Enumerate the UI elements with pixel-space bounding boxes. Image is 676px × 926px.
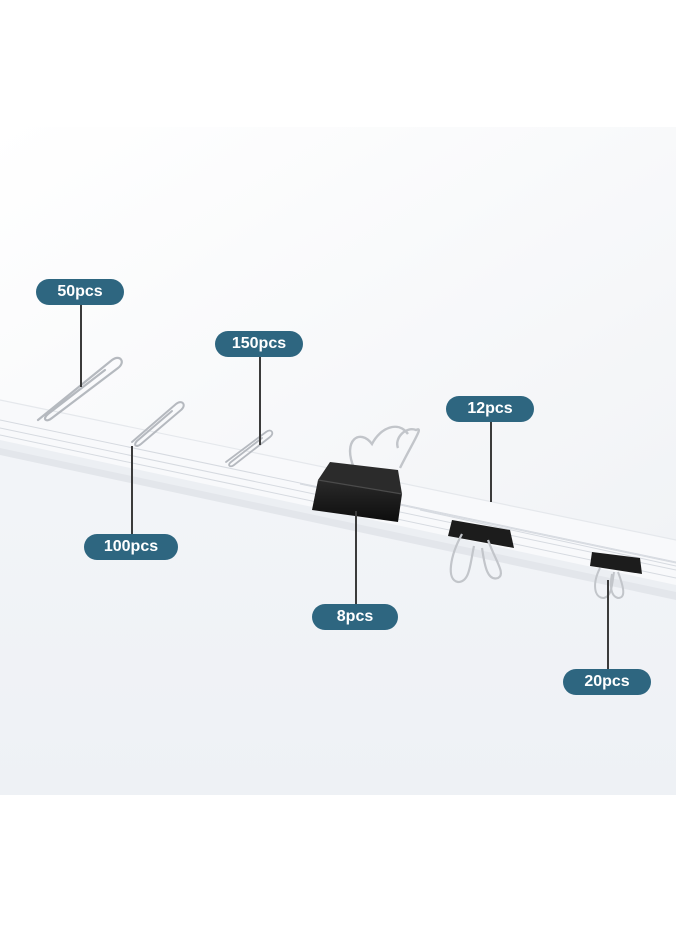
binder-clip-medium-icon bbox=[448, 520, 514, 584]
label-20pcs: 20pcs bbox=[563, 669, 651, 695]
leader-12pcs bbox=[490, 422, 492, 502]
binder-clip-small-icon bbox=[590, 552, 642, 600]
label-12pcs: 12pcs bbox=[446, 396, 534, 422]
label-100pcs: 100pcs bbox=[84, 534, 178, 560]
label-8pcs: 8pcs bbox=[312, 604, 398, 630]
paperclip-small-icon bbox=[225, 429, 274, 468]
leader-100pcs bbox=[131, 446, 133, 534]
paperclip-medium-icon bbox=[131, 401, 185, 447]
leader-150pcs bbox=[259, 357, 261, 445]
label-50pcs: 50pcs bbox=[36, 279, 124, 305]
paperclip-large-icon bbox=[36, 356, 123, 422]
leader-50pcs bbox=[80, 305, 82, 387]
binder-clip-large-icon bbox=[312, 425, 421, 522]
leader-20pcs bbox=[607, 580, 609, 669]
leader-8pcs bbox=[355, 511, 357, 604]
label-150pcs: 150pcs bbox=[215, 331, 303, 357]
